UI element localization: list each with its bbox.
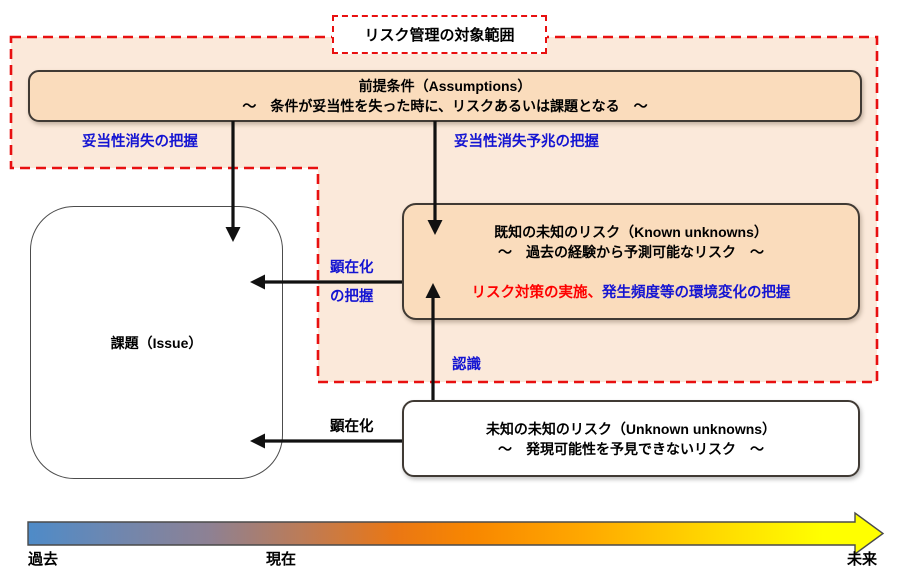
time-axis-shape	[27, 511, 885, 556]
assumptions-box: 前提条件（Assumptions） ～ 条件が妥当性を失った時に、リスクあるいは…	[28, 70, 862, 122]
issue-box: 課題（Issue）	[30, 206, 283, 479]
diagram-title-box: リスク管理の対象範囲	[332, 15, 547, 54]
validity-loss-sign-label: 妥当性消失予兆の把握	[454, 134, 599, 150]
known-unknowns-box: 既知の未知のリスク（Known unknowns） ～ 過去の経験から予測可能な…	[402, 203, 860, 320]
time-axis-present-label: 現在	[266, 551, 297, 568]
manifestation-grasp-line2: の把握	[330, 289, 374, 305]
manifestation-grasp-line1: 顕在化	[330, 260, 374, 276]
time-axis-arrow	[27, 511, 885, 556]
issue-label: 課題（Issue）	[110, 334, 203, 351]
assumptions-subtitle: ～ 条件が妥当性を失った時に、リスクあるいは課題となる ～	[242, 98, 648, 114]
time-axis-future-label: 未来	[847, 551, 878, 568]
time-axis-past-label: 過去	[28, 551, 59, 568]
manifestation-grasp-label: 顕在化 の把握	[330, 254, 374, 312]
manifestation-label: 顕在化	[330, 419, 374, 435]
recognition-label: 認識	[452, 357, 481, 373]
known-unknowns-action: リスク対策の実施、発生頻度等の環境変化の把握	[472, 281, 791, 302]
unknown-unknowns-title: 未知の未知のリスク（Unknown unknowns）	[485, 420, 777, 437]
validity-loss-label: 妥当性消失の把握	[82, 134, 198, 150]
known-unknowns-subtitle: ～ 過去の経験から予測可能なリスク ～	[498, 244, 764, 260]
unknown-unknowns-subtitle: ～ 発現可能性を予見できないリスク ～	[498, 440, 764, 457]
diagram-title: リスク管理の対象範囲	[364, 27, 515, 44]
unknown-unknowns-box: 未知の未知のリスク（Unknown unknowns） ～ 発現可能性を予見でき…	[402, 400, 860, 477]
known-unknowns-title: 既知の未知のリスク（Known unknowns）	[494, 224, 768, 240]
assumptions-title: 前提条件（Assumptions）	[358, 78, 532, 94]
risk-countermeasure-text: リスク対策の実施、	[471, 285, 603, 301]
environment-change-text: 発生頻度等の環境変化の把握	[602, 285, 791, 301]
